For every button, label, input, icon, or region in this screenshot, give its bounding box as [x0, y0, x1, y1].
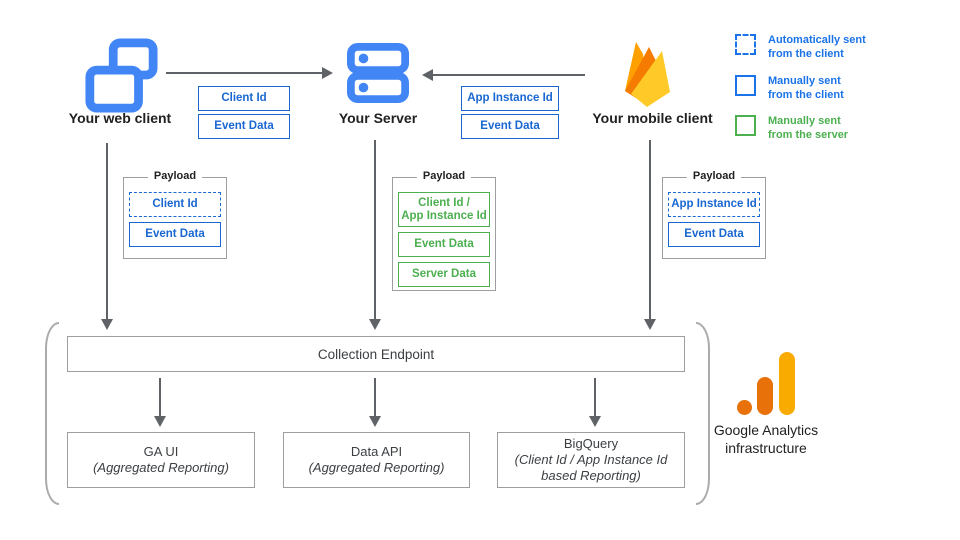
- payload-web-event-data: Event Data: [129, 222, 221, 247]
- google-analytics-logo-dot: [737, 400, 752, 415]
- web-client-label: Your web client: [68, 110, 172, 126]
- mobile-client-label: Your mobile client: [592, 110, 713, 126]
- arrow-endpoint-gaui-head: [154, 416, 166, 427]
- arrow-web-down-line: [106, 143, 108, 319]
- web-client-icon: [85, 38, 158, 113]
- arrow-server-down-head: [369, 319, 381, 330]
- arrow-server-down-line: [374, 140, 376, 319]
- legend-swatch-auto-client: [735, 34, 756, 55]
- google-analytics-logo-bar-mid: [757, 377, 773, 415]
- tag-event-data: Event Data: [198, 114, 290, 139]
- tag-client-id: Client Id: [198, 86, 290, 111]
- payload-server-title: Payload: [416, 170, 472, 182]
- output-ga-ui-title: GA UI: [143, 444, 179, 459]
- arrow-mobile-down-head: [644, 319, 656, 330]
- output-bigquery-title: BigQuery: [563, 436, 619, 451]
- infrastructure-bracket-right: [696, 322, 710, 505]
- payload-web: Payload Client Id Event Data: [123, 170, 227, 259]
- collection-endpoint-box: Collection Endpoint: [67, 336, 685, 372]
- arrow-endpoint-gaui-line: [159, 378, 161, 416]
- payload-mobile: Payload App Instance Id Event Data: [662, 170, 766, 259]
- output-bigquery-box: BigQuery (Client Id / App Instance Id ba…: [497, 432, 685, 488]
- firebase-icon: [625, 42, 670, 107]
- payload-mobile-app-instance-id: App Instance Id: [668, 192, 760, 217]
- output-data-api-title: Data API: [350, 444, 403, 459]
- output-bigquery-subtitle: (Client Id / App Instance Id based Repor…: [514, 452, 668, 483]
- legend-label-auto-client: Automatically sent from the client: [768, 34, 866, 60]
- arrow-web-down-head: [101, 319, 113, 330]
- payload-web-title: Payload: [147, 170, 203, 182]
- legend-label-manual-server: Manually sent from the server: [768, 115, 849, 141]
- output-ga-ui-subtitle: (Aggregated Reporting): [93, 460, 229, 475]
- payload-mobile-event-data: Event Data: [668, 222, 760, 247]
- payload-server-event-data: Event Data: [398, 232, 490, 257]
- arrow-mobile-to-server-line: [433, 74, 585, 76]
- google-analytics-infrastructure-label: Google Analytics infrastructure: [713, 422, 819, 456]
- tag-event-data: Event Data: [461, 114, 559, 139]
- output-data-api-box: Data API (Aggregated Reporting): [283, 432, 470, 488]
- arrow-endpoint-bigquery-line: [594, 378, 596, 416]
- payload-server-server-data: Server Data: [398, 262, 490, 287]
- server-icon: [347, 42, 409, 104]
- output-ga-ui-box: GA UI (Aggregated Reporting): [67, 432, 255, 488]
- legend-label-manual-client: Manually sent from the client: [768, 75, 844, 101]
- payload-mobile-title: Payload: [686, 170, 742, 182]
- arrow-endpoint-bigquery-head: [589, 416, 601, 427]
- arrow-mobile-to-server-head: [422, 69, 433, 81]
- arrow-mobile-down-line: [649, 140, 651, 319]
- arrow-endpoint-dataapi-head: [369, 416, 381, 427]
- legend-swatch-manual-server: [735, 115, 756, 136]
- payload-web-client-id: Client Id: [129, 192, 221, 217]
- payload-server-ids: Client Id / App Instance Id: [398, 192, 490, 227]
- arrow-web-to-server-line: [166, 72, 323, 74]
- arrow-web-to-server-head: [322, 67, 333, 79]
- arrow-endpoint-dataapi-line: [374, 378, 376, 416]
- legend-swatch-manual-client: [735, 75, 756, 96]
- infrastructure-bracket-left: [45, 322, 59, 505]
- tag-app-instance-id: App Instance Id: [461, 86, 559, 111]
- payload-server: Payload Client Id / App Instance Id Even…: [392, 170, 496, 291]
- collection-endpoint-label: Collection Endpoint: [317, 346, 435, 362]
- server-label: Your Server: [338, 110, 418, 126]
- output-data-api-subtitle: (Aggregated Reporting): [308, 460, 445, 475]
- google-analytics-logo-bar-tall: [779, 352, 795, 415]
